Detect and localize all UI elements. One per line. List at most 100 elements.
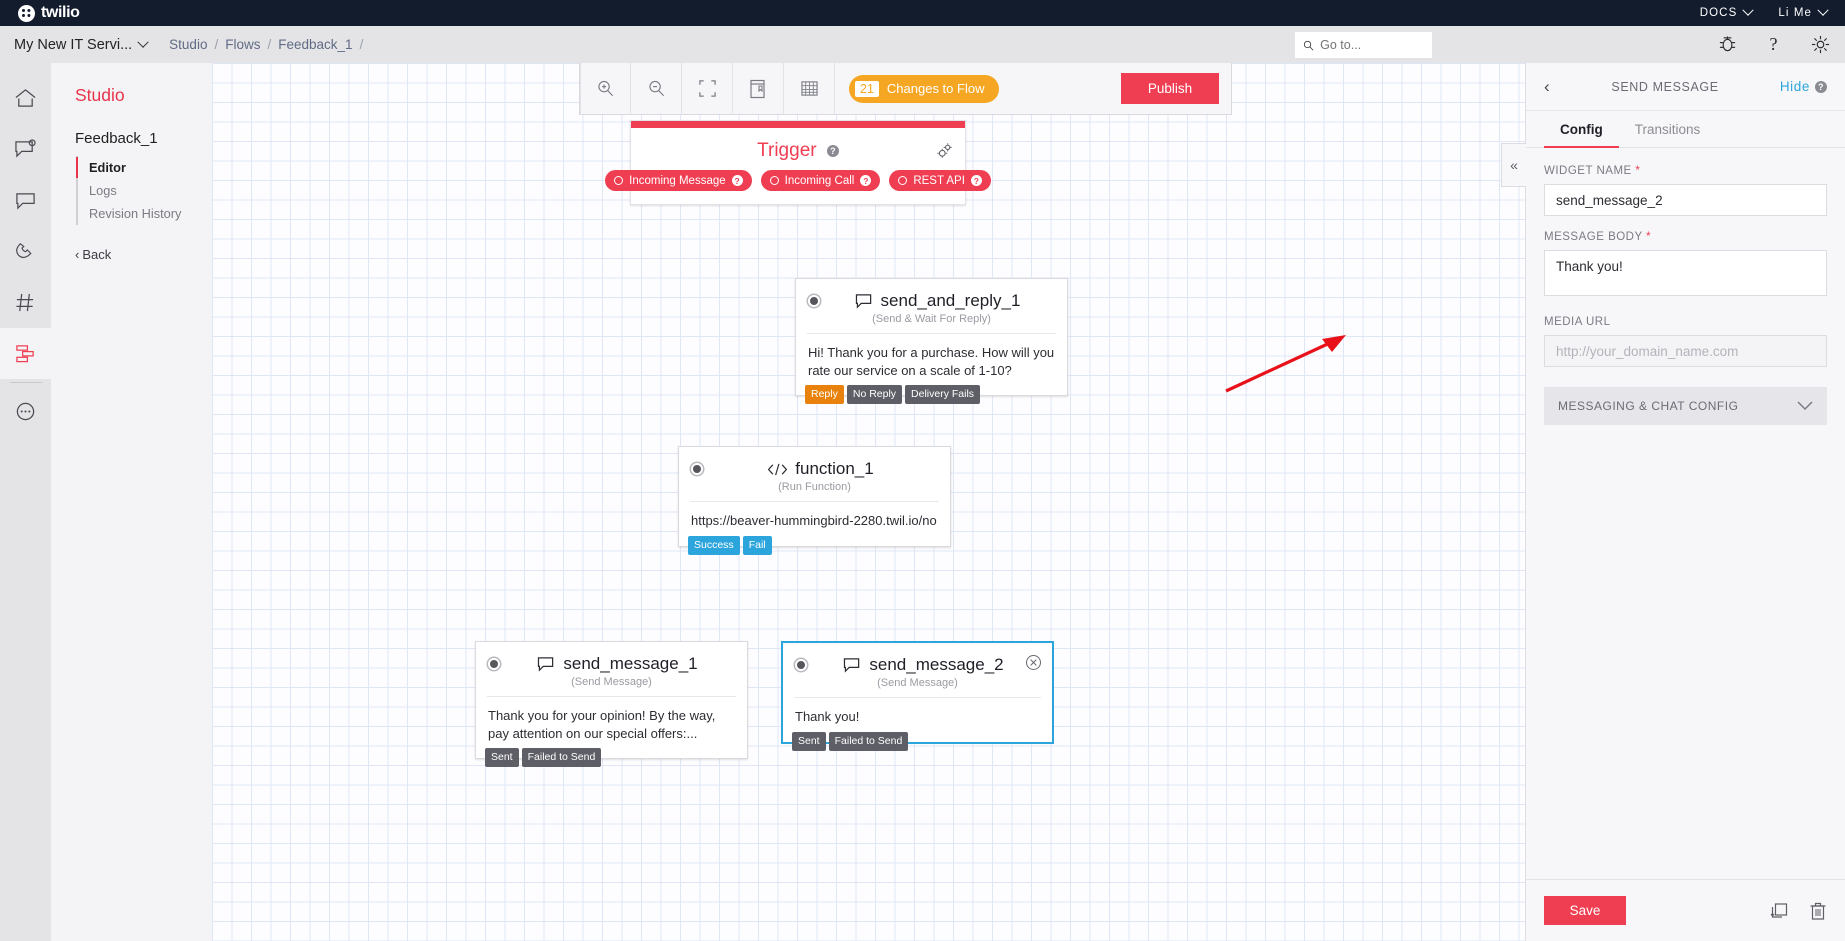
breadcrumb-separator: / (214, 37, 219, 52)
message-body-label-text: MESSAGE BODY (1544, 231, 1643, 243)
transition-pill-success[interactable]: Success (688, 535, 740, 555)
flow-name-label: Feedback_1 (75, 130, 158, 147)
sidebar-item-revision-history[interactable]: Revision History (89, 206, 182, 221)
help-icon[interactable]: ? (731, 175, 743, 186)
sidebar-item-chat[interactable] (0, 175, 51, 226)
trigger-accent-bar (631, 121, 965, 128)
gear-icon[interactable] (936, 142, 954, 165)
help-icon[interactable]: ? (1815, 80, 1827, 93)
search-container (1295, 32, 1432, 58)
account-switcher[interactable]: My New IT Servi... (14, 36, 149, 53)
transition-pill-sent[interactable]: Sent (792, 731, 826, 751)
transition-pill-failed-to-send[interactable]: Failed to Send (828, 731, 909, 751)
side-panel-links: Editor Logs Revision History (76, 156, 212, 225)
messaging-icon (15, 139, 36, 158)
svg-text:?: ? (1769, 34, 1777, 54)
breadcrumb-item-studio[interactable]: Studio (169, 37, 208, 52)
widget-function-1[interactable]: function_1 (Run Function) https://beaver… (678, 446, 951, 555)
documentation-button[interactable] (733, 63, 784, 115)
close-icon[interactable] (1025, 654, 1042, 671)
search-input[interactable] (1320, 38, 1424, 52)
required-marker: * (1646, 231, 1652, 243)
widget-input-port[interactable] (488, 658, 500, 670)
sidebar-item-voice[interactable] (0, 226, 51, 277)
icon-rail (0, 63, 51, 941)
widget-divider (690, 501, 939, 502)
hide-label: Hide (1779, 79, 1810, 94)
sidebar-item-home[interactable] (0, 73, 51, 124)
duplicate-icon[interactable] (1769, 901, 1789, 921)
accordion-label: MESSAGING & CHAT CONFIG (1558, 399, 1739, 413)
back-arrow-icon[interactable]: ‹ (1544, 77, 1551, 96)
trigger-pill-rest-api[interactable]: REST API ? (889, 170, 991, 191)
trigger-widget[interactable]: Trigger ? (605, 120, 991, 205)
sidebar-item-editor[interactable]: Editor (76, 156, 212, 179)
transition-pill-fail[interactable]: Fail (742, 535, 772, 555)
trigger-pill-incoming-call[interactable]: Incoming Call ? (760, 170, 881, 191)
save-button[interactable]: Save (1544, 896, 1626, 925)
breadcrumb-bar: My New IT Servi... Studio / Flows / Feed… (0, 26, 1845, 63)
tab-transitions[interactable]: Transitions (1634, 122, 1701, 137)
twilio-mark-icon (18, 4, 35, 22)
trigger-pill-incoming-message[interactable]: Incoming Message ? (605, 170, 752, 191)
widget-type-label: (Send & Wait For Reply) (872, 313, 991, 325)
breadcrumb-item-feedback[interactable]: Feedback_1 (278, 37, 353, 52)
publish-button[interactable]: Publish (1121, 73, 1219, 104)
global-search[interactable] (1295, 32, 1432, 58)
widget-input-port[interactable] (795, 659, 807, 671)
sidebar-item-more[interactable] (0, 386, 51, 437)
bug-icon[interactable] (1718, 35, 1737, 54)
changes-to-flow-badge[interactable]: 21 Changes to Flow (849, 74, 1000, 103)
docs-menu[interactable]: DOCS (1700, 4, 1755, 19)
delete-icon[interactable] (1809, 901, 1827, 921)
widget-send-message-1[interactable]: send_message_1 (Send Message) Thank you … (475, 641, 748, 768)
widget-send-and-reply-1[interactable]: send_and_reply_1 (Send & Wait For Reply)… (795, 278, 1068, 405)
widget-name-input[interactable] (1544, 184, 1827, 216)
fit-screen-button[interactable] (682, 63, 733, 115)
transition-pill-failed-to-send[interactable]: Failed to Send (521, 748, 602, 768)
chat-icon (16, 193, 35, 210)
widget-send-message-2[interactable]: send_message_2 (Send Message) Thank you!… (781, 641, 1054, 751)
hide-panel-button[interactable]: Hide ? (1780, 79, 1827, 94)
transition-pill-no-reply[interactable]: No Reply (846, 385, 903, 405)
message-body-textarea[interactable] (1544, 250, 1827, 296)
sidebar-item-studio[interactable] (0, 328, 51, 379)
tab-config[interactable]: Config (1544, 111, 1619, 148)
transition-pill-reply[interactable]: Reply (805, 385, 844, 405)
help-icon[interactable]: ? (860, 175, 872, 186)
grid-toggle-button[interactable] (784, 63, 835, 115)
rail-divider (9, 382, 42, 383)
messaging-chat-config-accordion[interactable]: MESSAGING & CHAT CONFIG (1544, 387, 1827, 425)
widget-divider (487, 696, 736, 697)
chevron-left-icon: ‹ (75, 247, 80, 262)
help-icon[interactable]: ? (970, 175, 982, 186)
collapse-panel-button[interactable]: « (1501, 143, 1526, 187)
user-menu[interactable]: Li Me (1778, 4, 1829, 19)
twilio-logo[interactable]: twilio (18, 4, 80, 22)
chevron-down-icon (1742, 4, 1755, 16)
widget-type-label: (Send Message) (571, 676, 652, 688)
widget-name-field-label: WIDGET NAME * (1544, 165, 1827, 177)
widget-name-label: send_message_2 (869, 655, 1004, 674)
gear-icon[interactable] (1810, 34, 1831, 55)
grid-icon (800, 81, 818, 96)
widget-name-label-text: WIDGET NAME (1544, 165, 1632, 177)
sidebar-item-phone-numbers[interactable] (0, 277, 51, 328)
widget-input-port[interactable] (691, 463, 703, 475)
transition-pill-delivery-fails[interactable]: Delivery Fails (905, 385, 981, 405)
side-panel-title: Studio (75, 85, 125, 105)
sidebar-item-logs[interactable]: Logs (89, 183, 117, 198)
help-icon[interactable]: ? (826, 144, 839, 157)
media-url-input[interactable] (1544, 335, 1827, 367)
zoom-out-button[interactable] (631, 63, 682, 115)
transition-pill-sent[interactable]: Sent (485, 748, 519, 768)
widget-input-port[interactable] (808, 295, 820, 307)
config-panel-tabs: Config Transitions (1526, 111, 1845, 148)
zoom-in-button[interactable] (580, 63, 631, 115)
help-icon[interactable]: ? (1764, 34, 1783, 55)
sidebar-item-messaging[interactable] (0, 124, 51, 175)
widget-type-label: (Send Message) (877, 677, 958, 689)
breadcrumb-item-flows[interactable]: Flows (225, 37, 261, 52)
back-link[interactable]: ‹ Back (75, 247, 212, 262)
flow-canvas[interactable]: 21 Changes to Flow Publish Trigger ? (212, 63, 1525, 941)
